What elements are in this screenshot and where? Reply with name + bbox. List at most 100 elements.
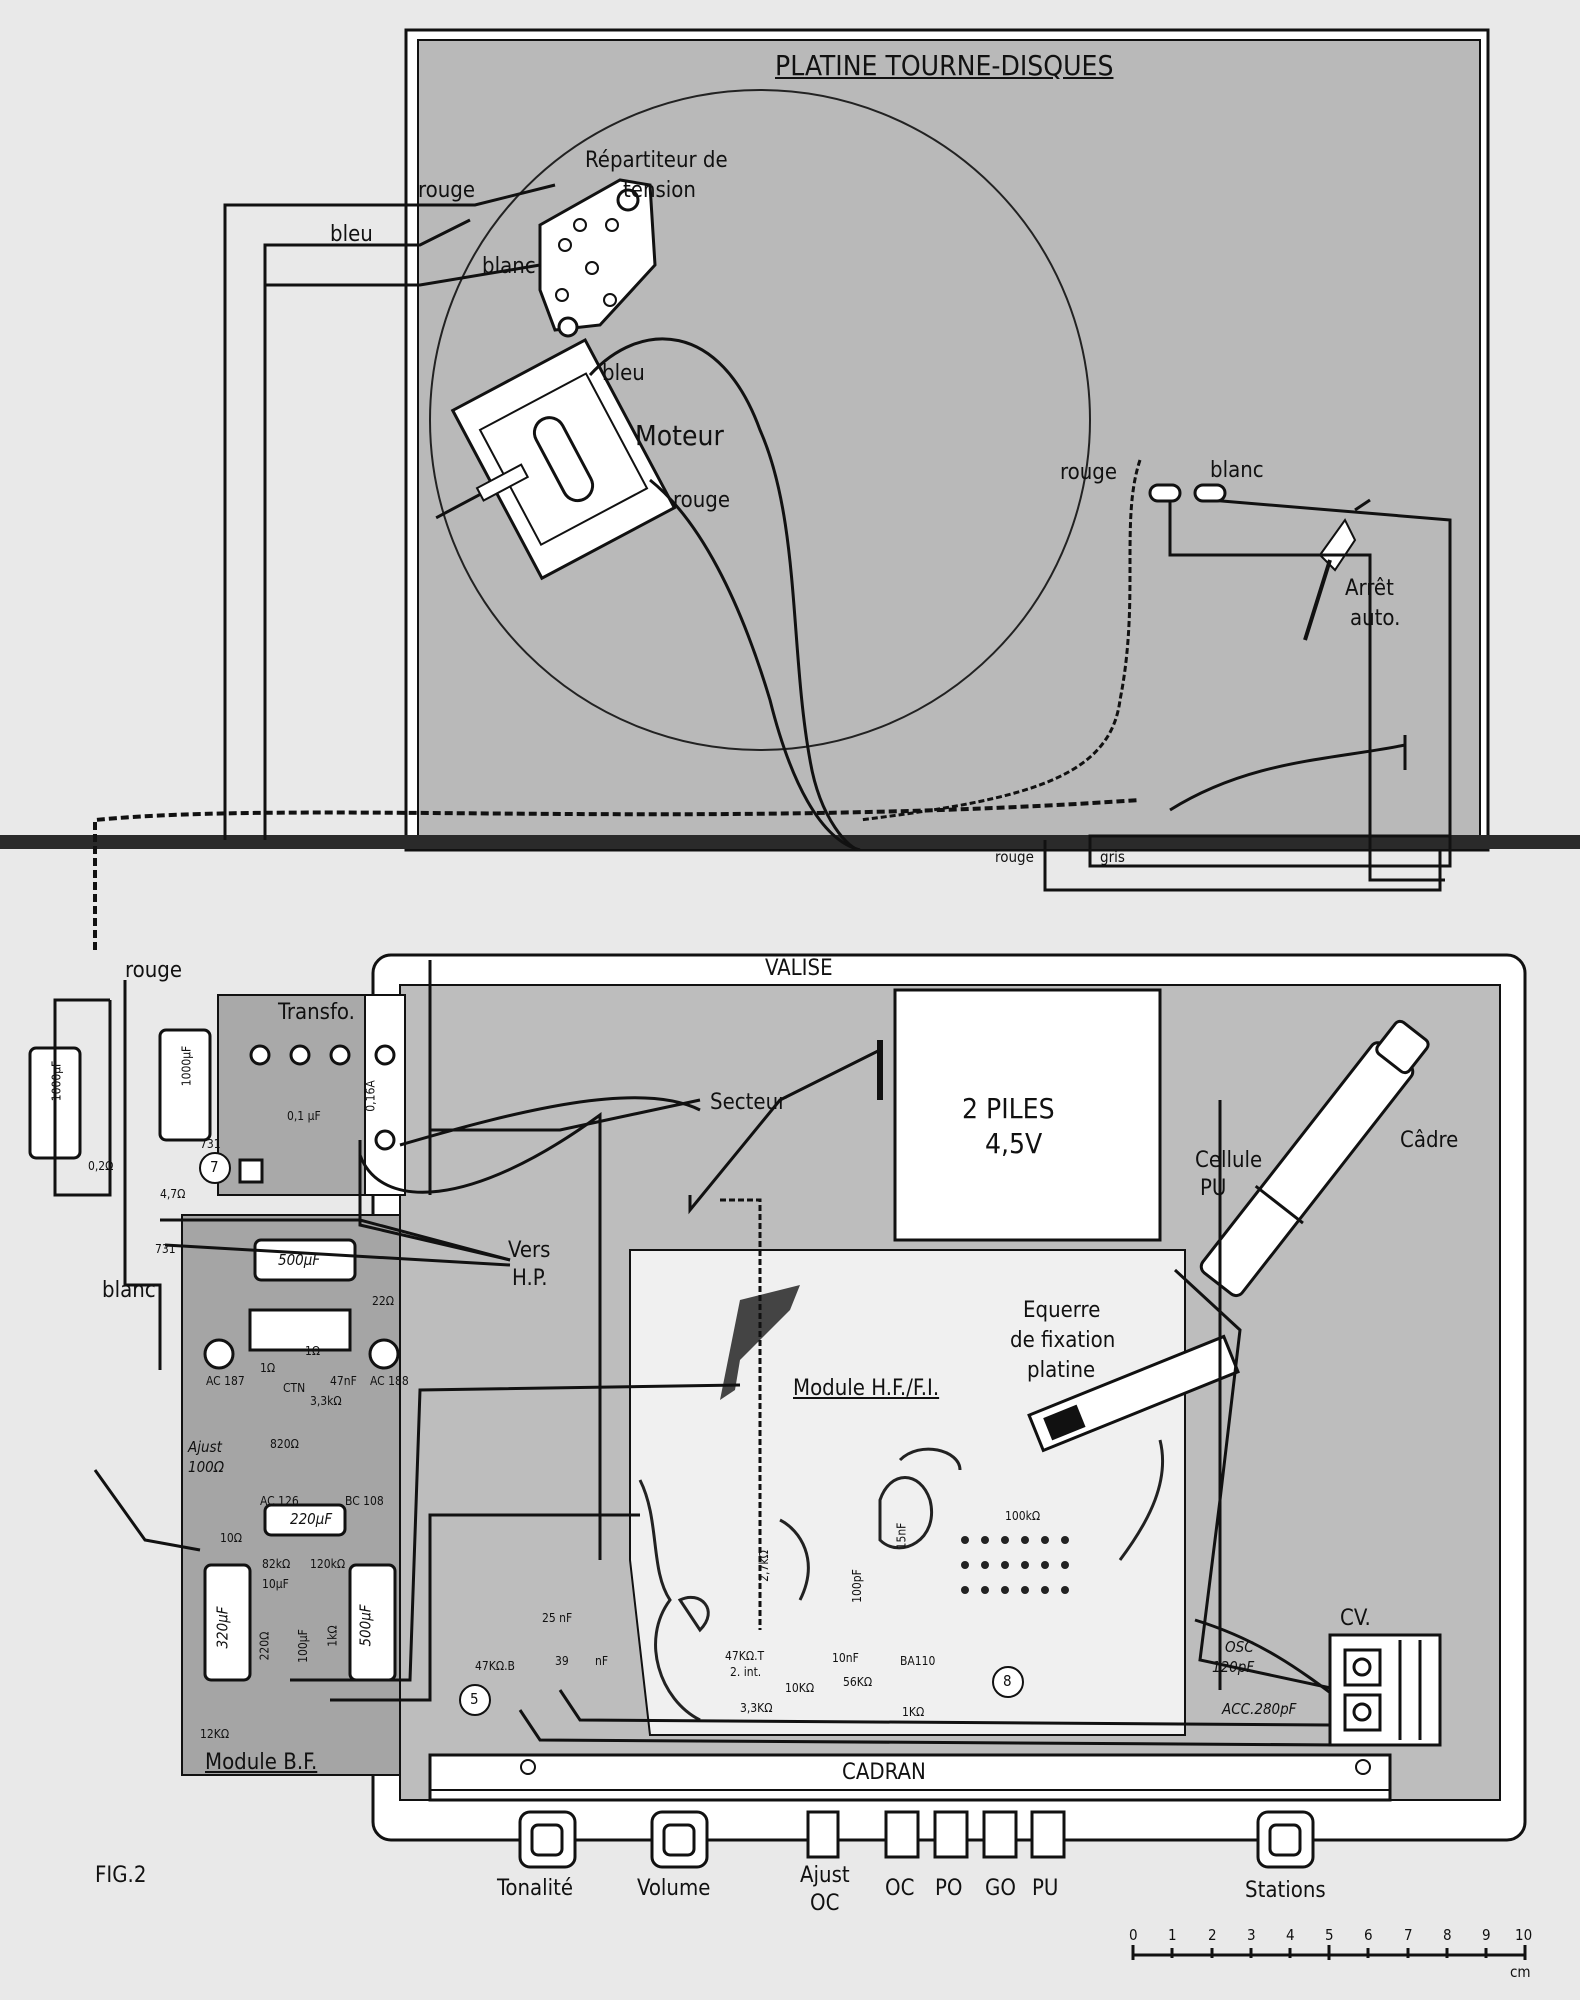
transistor-ac187: AC 187 — [206, 1374, 245, 1388]
scale-tick-6: 6 — [1364, 1926, 1373, 1944]
pot-47k-b: 47KΩ.B — [475, 1659, 515, 1673]
cellule-label-2: PU — [1200, 1176, 1227, 1201]
transistor-bc108: BC 108 — [345, 1494, 384, 1508]
osc-label-1: OSC — [1225, 1638, 1254, 1656]
res-0-2: 0,2Ω — [88, 1159, 114, 1173]
wire-rouge-label-4: rouge — [995, 848, 1034, 866]
cap-47nf: 47nF — [330, 1374, 357, 1388]
platine-connectors — [1148, 483, 1227, 503]
res-1k: 1kΩ — [325, 1625, 340, 1647]
cap-15nf: 15nF — [894, 1522, 909, 1550]
bf-capacitors — [28, 1028, 400, 1682]
equerre-bracket — [1027, 1334, 1240, 1453]
wire-rouge-label-3: rouge — [1060, 460, 1118, 485]
cap-0-1uf: 0,1 µF — [287, 1109, 321, 1123]
moteur-label: Moteur — [635, 419, 724, 452]
res-1-b: 1Ω — [260, 1361, 276, 1375]
cadre-rod — [1199, 1019, 1430, 1298]
cap-500uf-b: 500µF — [356, 1604, 375, 1647]
module-hf-label: Module H.F./F.I. — [793, 1376, 940, 1401]
ajust-oc-label-1: Ajust — [800, 1863, 850, 1888]
motor — [435, 337, 677, 581]
button-label-pu: PU — [1032, 1876, 1059, 1901]
res-82k: 82kΩ — [262, 1557, 291, 1571]
marker-5: 5 — [470, 1690, 479, 1708]
res-10: 10Ω — [220, 1531, 242, 1545]
ajust-100-1: Ajust — [188, 1438, 222, 1456]
piles-label-1: 2 PILES — [962, 1092, 1055, 1125]
res-10k: 10KΩ — [785, 1681, 815, 1695]
equerre-label-2: de fixation — [1010, 1328, 1116, 1353]
res-731-b: 731 — [155, 1242, 176, 1256]
scale-tick-10: 10 — [1515, 1926, 1533, 1944]
res-1-a: 1Ω — [305, 1344, 321, 1358]
wire-rouge-label-5: rouge — [125, 958, 183, 983]
scale-tick-3: 3 — [1247, 1926, 1256, 1944]
module-hf-board — [629, 1249, 1186, 1736]
valise-label: VALISE — [765, 956, 833, 981]
button-label-oc: OC — [885, 1876, 915, 1901]
cadre-label: Câdre — [1400, 1128, 1459, 1153]
wire-bleu-label-1: bleu — [330, 222, 373, 247]
secteur-label: Secteur — [710, 1090, 787, 1115]
res-3-3k-b: 3,3KΩ — [740, 1701, 773, 1715]
res-22: 22Ω — [372, 1294, 394, 1308]
res-3-3k: 3,3kΩ — [310, 1394, 342, 1408]
cap-100pf: 100pF — [849, 1569, 864, 1603]
front-controls — [518, 1810, 1315, 1869]
wire-blanc-label-3: blanc — [102, 1278, 156, 1303]
module-bf-label: Module B.F. — [205, 1750, 318, 1775]
transfo-strip — [364, 994, 406, 1196]
wire-blanc-label-1: blanc — [482, 254, 536, 279]
res-2-7k: 2,7kΩ — [756, 1550, 771, 1582]
repartiteur-label-2: tension — [623, 178, 696, 203]
scale-tick-4: 4 — [1286, 1926, 1295, 1944]
platter-circle — [429, 89, 1091, 751]
ctn-label: CTN — [283, 1381, 306, 1395]
transfo-terminals — [238, 1044, 396, 1184]
ajust-100-2: 100Ω — [188, 1458, 225, 1476]
cap-220uf: 220µF — [290, 1510, 333, 1528]
fig-label: FIG.2 — [95, 1863, 147, 1888]
equerre-label-1: Equerre — [1023, 1298, 1101, 1323]
acc-label: ACC.280pF — [1222, 1700, 1297, 1718]
scale-tick-5: 5 — [1325, 1926, 1334, 1944]
diode-ba110: BA110 — [900, 1654, 936, 1668]
button-label-go: GO — [985, 1876, 1016, 1901]
page-fold — [0, 835, 1580, 849]
cap-39-unit: nF — [595, 1654, 609, 1668]
res-1k-b: 1KΩ — [902, 1705, 925, 1719]
marker-7: 7 — [210, 1158, 219, 1176]
scale-unit: cm — [1510, 1963, 1531, 1981]
cadran-strip — [428, 1753, 1392, 1802]
scale-tick-0: 0 — [1129, 1926, 1138, 1944]
pot-47k-t-1: 47KΩ.T — [725, 1649, 765, 1663]
scale-bar — [1131, 1945, 1527, 1960]
cap-1000uf-b: 1000µF — [179, 1045, 194, 1087]
res-220: 220Ω — [257, 1631, 272, 1661]
cellule-label-1: Cellule — [1195, 1148, 1263, 1173]
platine-wires — [223, 183, 1452, 892]
res-56k: 56KΩ — [843, 1675, 873, 1689]
circled-markers — [199, 1152, 1024, 1716]
repartiteur-plate — [538, 178, 657, 338]
stations-label: Stations — [1245, 1878, 1326, 1903]
cap-25nf: 25 nF — [542, 1611, 573, 1625]
cap-320uf: 320µF — [213, 1606, 232, 1649]
ajust-oc-label-2: OC — [810, 1891, 840, 1916]
scale-tick-8: 8 — [1443, 1926, 1452, 1944]
knob-label-volume: Volume — [637, 1876, 711, 1901]
wire-rouge-label-2: rouge — [673, 488, 731, 513]
arret-auto-switch — [1303, 498, 1371, 641]
cap-100uf: 100µF — [295, 1629, 310, 1663]
wire-bleu-label-2: bleu — [602, 361, 645, 386]
arret-label-1: Arrêt — [1345, 576, 1394, 601]
button-label-po: PO — [935, 1876, 963, 1901]
vers-hp-label-1: Vers — [508, 1238, 551, 1263]
res-4-7: 4,7Ω — [160, 1187, 186, 1201]
scale-tick-2: 2 — [1208, 1926, 1217, 1944]
marker-8: 8 — [1003, 1672, 1012, 1690]
twisted-harness — [93, 798, 1141, 950]
cap-10nf: 10nF — [832, 1651, 859, 1665]
hf-board-holes — [961, 1536, 1069, 1594]
